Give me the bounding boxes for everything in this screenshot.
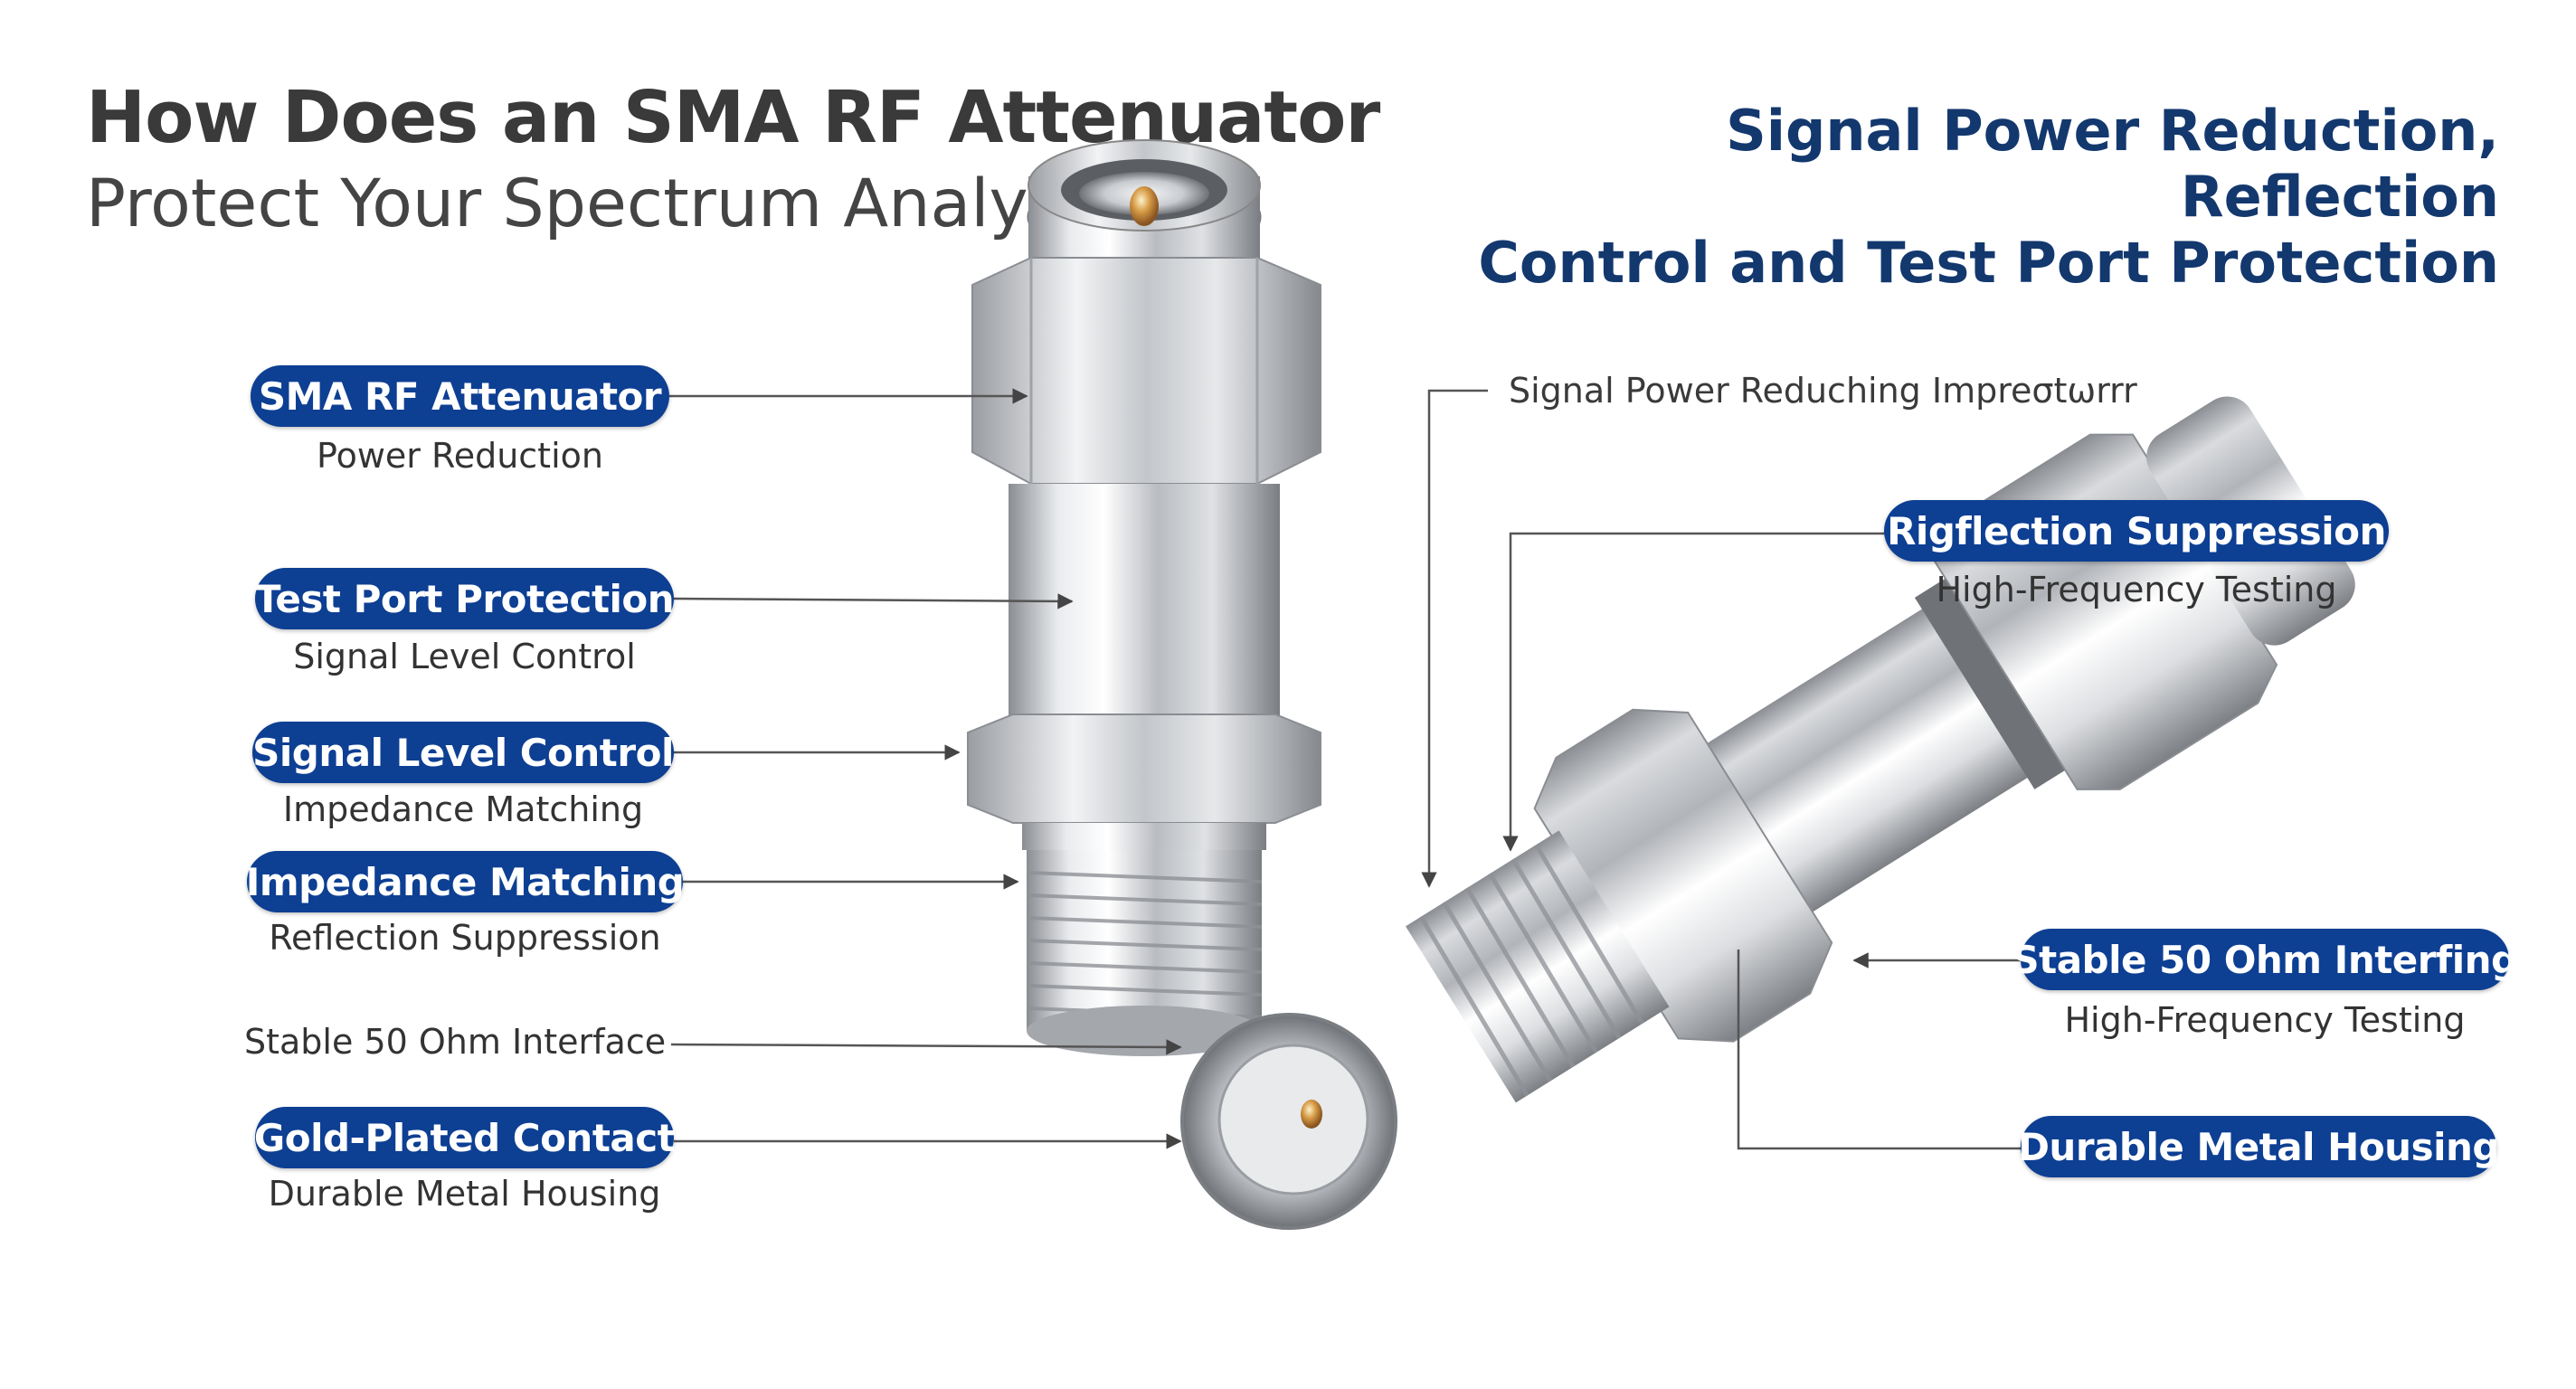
- leader-rigflection-suppression: [1502, 532, 1886, 852]
- label-rigflection-suppression: Rigflection Suppression: [1884, 500, 2389, 562]
- sub-signal-power-reduching: Signal Power Reduching Impreσtωrrr: [1509, 371, 2137, 411]
- sub-power-reduction: Power Reduction: [317, 436, 603, 476]
- label-sma-rf-attenuator: SMA RF Attenuator: [251, 365, 669, 427]
- lower-hex-nut: [967, 713, 1321, 824]
- diagonal-jack-face: [1180, 1013, 1397, 1230]
- upper-hex-nut: [971, 257, 1321, 485]
- lower-collar: [1022, 823, 1266, 850]
- diagonal-gold-contact: [1301, 1100, 1322, 1129]
- right-heading-line-1: Signal Power Reduction, Reflection: [1726, 98, 2499, 230]
- label-durable-metal-housing: Durable Metal Housing: [2018, 1116, 2499, 1177]
- leader-signal-power-reduching: [1421, 389, 1488, 888]
- label-signal-level-control: Signal Level Control: [252, 722, 674, 783]
- right-heading: Signal Power Reduction, Reflection Contr…: [1414, 98, 2499, 296]
- diagonal-threads: [1418, 843, 1644, 1097]
- sub-signal-level-control: Signal Level Control: [293, 637, 636, 676]
- sub-durable-metal-housing: Durable Metal Housing: [268, 1174, 661, 1214]
- label-stable-50-ohm-interfing: Stable 50 Ohm Interfing: [2012, 929, 2518, 990]
- leader-test-port-protection: [673, 593, 1074, 609]
- diagonal-lower-hex: [1533, 708, 1833, 1043]
- label-gold-plated-contact: Gold-Plated Contact: [254, 1107, 676, 1168]
- leader-durable-metal-housing: [1737, 950, 2022, 1150]
- diagonal-groove: [1914, 573, 2073, 789]
- right-heading-line-2: Control and Test Port Protection: [1478, 230, 2499, 296]
- sub-stable-50-ohm-interface: Stable 50 Ohm Interface: [244, 1022, 667, 1062]
- sub-reflection-suppression: Reflection Suppression: [269, 918, 661, 958]
- page-subtitle: Protect Your Spectrum Analyzer?: [86, 165, 1166, 242]
- top-gold-pin: [1130, 186, 1159, 226]
- sub-high-frequency-testing-1: High-Frequency Testing: [1936, 570, 2337, 609]
- label-impedance-matching: Impedance Matching: [246, 851, 685, 912]
- sub-high-frequency-testing-2: High-Frequency Testing: [2064, 1000, 2466, 1040]
- sub-impedance-matching: Impedance Matching: [282, 789, 644, 829]
- leader-stable-50-ohm: [670, 1039, 1182, 1055]
- jack-bottom: [1027, 1006, 1262, 1056]
- attenuator-body: [1009, 484, 1280, 755]
- label-test-port-protection: Test Port Protection: [255, 568, 675, 629]
- vertical-attenuator: [967, 139, 1321, 1056]
- leader-lines: [669, 388, 2022, 1150]
